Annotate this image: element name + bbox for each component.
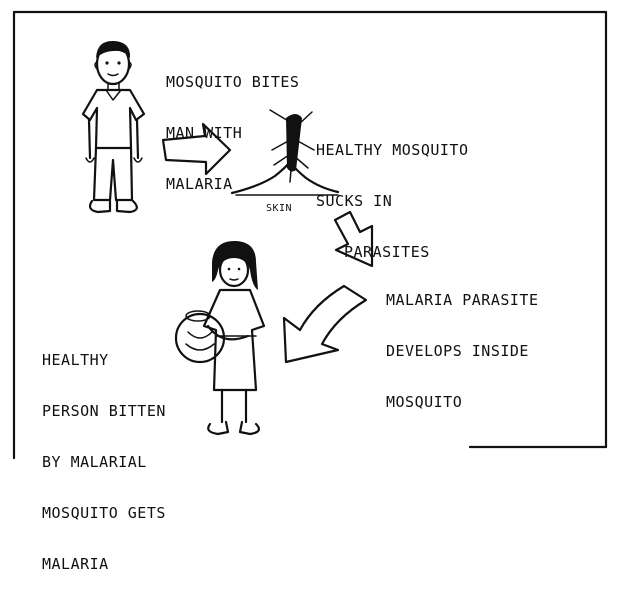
- step2-line: HEALTHY MOSQUITO: [316, 142, 469, 159]
- man-figure: [83, 41, 144, 212]
- girl-figure: [176, 241, 264, 434]
- step3-line: MALARIA PARASITE: [386, 292, 539, 309]
- step3-line: MOSQUITO: [386, 394, 539, 411]
- skin-label: SKIN: [266, 203, 292, 215]
- step1-line: MOSQUITO BITES: [166, 74, 299, 91]
- step2-line: SUCKS IN: [316, 193, 469, 210]
- step4-line: MOSQUITO GETS: [42, 505, 166, 522]
- step4-line: HEALTHY: [42, 352, 166, 369]
- step4-line: PERSON BITTEN: [42, 403, 166, 420]
- step4-line: MALARIA: [42, 556, 166, 573]
- malaria-cycle-diagram: MOSQUITO BITES MAN WITH MALARIA HEALTHY …: [0, 0, 617, 461]
- arrow-curved-left: [284, 286, 366, 362]
- step3-caption: MALARIA PARASITE DEVELOPS INSIDE MOSQUIT…: [386, 258, 539, 445]
- step4-line: BY MALARIAL: [42, 454, 166, 471]
- step1-caption: MOSQUITO BITES MAN WITH MALARIA: [166, 40, 299, 227]
- step4-caption: HEALTHY PERSON BITTEN BY MALARIAL MOSQUI…: [42, 318, 166, 607]
- step3-line: DEVELOPS INSIDE: [386, 343, 539, 360]
- step1-line: MALARIA: [166, 176, 299, 193]
- step1-line: MAN WITH: [166, 125, 299, 142]
